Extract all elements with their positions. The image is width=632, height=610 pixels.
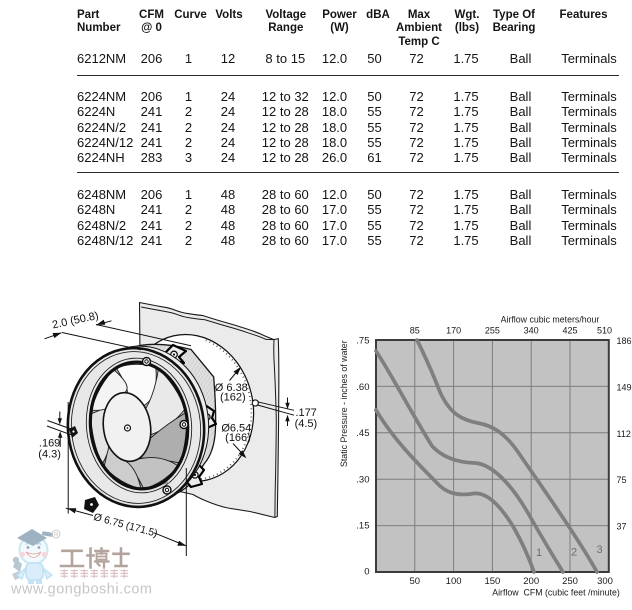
- svg-text:.60: .60: [356, 382, 369, 393]
- svg-text:149: 149: [617, 382, 632, 392]
- svg-text:300: 300: [597, 576, 613, 587]
- svg-text:0: 0: [364, 567, 369, 578]
- svg-text:(166): (166): [225, 432, 251, 444]
- svg-text:(4.5): (4.5): [295, 418, 318, 430]
- svg-text:R: R: [54, 533, 59, 539]
- svg-text:510: 510: [597, 326, 612, 336]
- svg-text:Static Pressure - inches of wa: Static Pressure - inches of water: [339, 340, 349, 467]
- svg-text:75: 75: [617, 475, 627, 485]
- svg-text:255: 255: [485, 326, 500, 336]
- svg-text:.30: .30: [356, 475, 369, 486]
- svg-text:Ø6.54: Ø6.54: [221, 423, 251, 435]
- svg-text:50: 50: [410, 576, 421, 587]
- svg-text:1: 1: [536, 547, 542, 559]
- svg-text:2.0 (50.8): 2.0 (50.8): [51, 310, 100, 332]
- svg-text:.177: .177: [295, 407, 316, 419]
- svg-text:(162): (162): [220, 391, 246, 403]
- svg-text:200: 200: [523, 576, 539, 587]
- svg-text:340: 340: [524, 326, 539, 336]
- svg-text:250: 250: [562, 576, 578, 587]
- svg-text:.75: .75: [356, 335, 369, 346]
- svg-text:(4.3): (4.3): [38, 449, 61, 461]
- svg-text:www.gongboshi.com: www.gongboshi.com: [10, 581, 153, 597]
- svg-text:425: 425: [562, 326, 577, 336]
- svg-text:170: 170: [446, 326, 461, 336]
- svg-text:Ø 6.75 (171.5): Ø 6.75 (171.5): [92, 512, 158, 540]
- svg-text:Airflow cubic meters/hour: Airflow cubic meters/hour: [501, 315, 600, 325]
- svg-text:.15: .15: [356, 521, 369, 532]
- svg-text:37: 37: [617, 522, 627, 532]
- svg-text:.169: .169: [39, 438, 60, 450]
- svg-text:Airflow CFM (cubic feet /minu: Airflow CFM (cubic feet /minute): [492, 588, 620, 598]
- svg-text:85: 85: [410, 326, 420, 336]
- svg-text:100: 100: [446, 576, 462, 587]
- svg-text:2: 2: [571, 547, 577, 559]
- svg-text:.45: .45: [356, 428, 369, 439]
- svg-text:Ø 6.38: Ø 6.38: [215, 382, 248, 394]
- svg-text:3: 3: [596, 544, 602, 556]
- svg-text:150: 150: [484, 576, 500, 587]
- svg-text:186: 186: [617, 336, 632, 346]
- svg-text:112: 112: [617, 429, 631, 439]
